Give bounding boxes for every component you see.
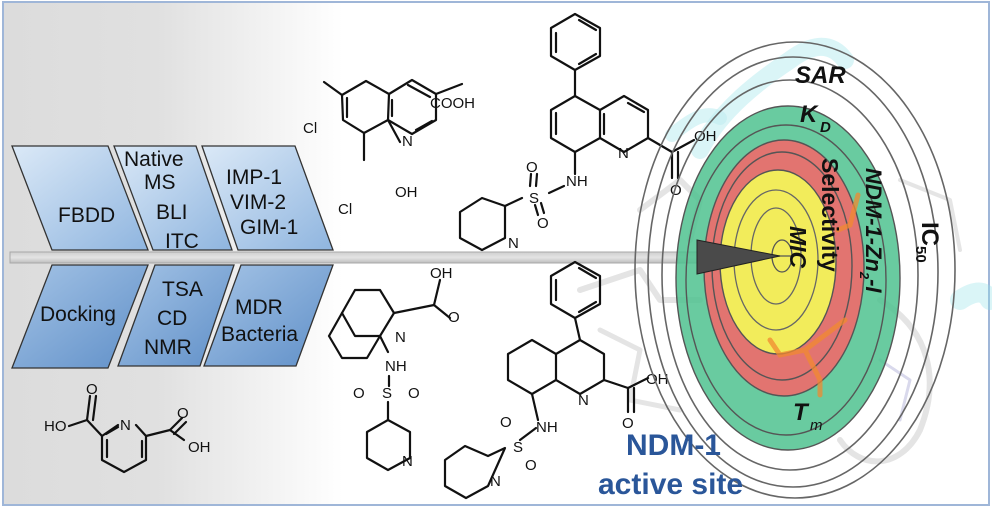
atom-o: O: [537, 215, 549, 232]
workflow-box-fbdd: [11, 145, 149, 251]
atom-oh: OH: [188, 439, 211, 456]
atom-oh: OH: [694, 128, 717, 145]
atom-s: S: [529, 190, 539, 207]
target-ring-ic50-outer: [634, 41, 956, 499]
site-label-line2: active site: [598, 468, 743, 501]
atom-o: O: [448, 309, 460, 326]
target-label-mic: MIC: [785, 226, 811, 269]
target-ring-ic50-inner: [647, 56, 939, 488]
label-vim2: VIM-2: [230, 191, 286, 214]
label-bacteria: Bacteria: [221, 323, 298, 346]
atom-o: O: [670, 182, 682, 199]
label-fbdd: FBDD: [58, 204, 115, 227]
atom-oh: OH: [646, 371, 669, 388]
arrow-shaft: [9, 251, 711, 264]
atom-o: O: [526, 159, 538, 176]
atom-o: O: [408, 385, 420, 402]
atom-s: S: [513, 439, 523, 456]
workflow-box-spectroscopy: [117, 264, 235, 367]
atom-o: O: [525, 457, 537, 474]
atom-s: S: [382, 385, 392, 402]
label-tsa: TSA: [162, 278, 203, 301]
target-bullseye: [634, 41, 956, 499]
molecule-dichloro-hydroxyquinoline: Cl Cl COOH N OH: [303, 78, 475, 218]
arrow-head: [696, 239, 781, 275]
label-mdr: MDR: [235, 296, 283, 319]
ndm-zn-main: NDM-1-Zn2-I: [857, 168, 886, 293]
molecule-dipicolinic-acid: HO O N O OH: [44, 381, 211, 474]
label-nmr: NMR: [144, 336, 192, 359]
target-label-tm: T m: [793, 399, 823, 434]
label-itc: ITC: [165, 230, 199, 253]
target-label-sar: SAR: [795, 62, 846, 89]
atom-o: O: [86, 381, 98, 398]
atom-oh: OH: [430, 265, 453, 282]
molecule-sulfonamide-quinoline-acid: OH O N NH S O O N: [327, 265, 460, 472]
molecule-4-phenyl-sulfonamide: N OH O NH S O O N: [443, 260, 669, 500]
workflow-box-biophysics: [113, 145, 233, 251]
tm-main: T: [793, 399, 810, 426]
label-cd: CD: [157, 307, 187, 330]
atom-n: N: [490, 473, 501, 490]
atom-n: N: [618, 145, 629, 162]
tm-subscript: m: [810, 417, 823, 434]
mic-text: MIC: [785, 226, 811, 269]
atom-n: N: [395, 329, 406, 346]
workflow-box-docking: [11, 264, 149, 369]
target-ring-kd: [685, 124, 887, 436]
molecule-5-phenyl-sulfonamide: N OH O NH S O O N: [458, 12, 717, 252]
label-gim1: GIM-1: [240, 216, 298, 239]
workflow-box-bacteria: [203, 264, 334, 367]
atom-n: N: [402, 453, 413, 470]
label-native: Native: [124, 148, 184, 171]
atom-cl: Cl: [338, 201, 352, 218]
label-imp1: IMP-1: [226, 166, 282, 189]
target-label-kd: K D: [800, 101, 831, 136]
atom-acid: COOH: [430, 95, 475, 112]
workflow-box-mbl-panel: [201, 145, 334, 251]
target-label-ic50: IC50: [912, 222, 943, 263]
label-docking: Docking: [40, 303, 116, 326]
ligand-overlay: [767, 192, 861, 398]
kd-subscript: D: [820, 119, 831, 136]
site-label-line1: NDM-1: [626, 429, 721, 462]
ic50-text: IC50: [912, 222, 943, 263]
target-label-ndm-zn: NDM-1-Zn2-I: [857, 168, 886, 293]
atom-n: N: [508, 235, 519, 252]
atom-nh: NH: [385, 358, 407, 375]
atom-o: O: [622, 415, 634, 432]
workflow-top-row: [11, 145, 334, 251]
kd-main: K: [800, 101, 819, 128]
selectivity-text: Selectivity: [817, 158, 843, 272]
atom-nh: NH: [566, 173, 588, 190]
atom-cl: Cl: [303, 120, 317, 137]
atom-o: O: [500, 414, 512, 431]
target-label-selectivity: Selectivity: [817, 158, 843, 272]
atom-oh: OH: [395, 184, 418, 201]
atom-o: O: [353, 385, 365, 402]
target-ring-sar: [661, 79, 919, 471]
atom-n: N: [402, 133, 413, 150]
label-bli: BLI: [156, 201, 188, 224]
atom-o: O: [177, 405, 189, 422]
workflow-bottom-row: [11, 264, 334, 369]
atom-ho: HO: [44, 418, 67, 435]
atom-n: N: [578, 392, 589, 409]
label-ms: MS: [144, 171, 176, 194]
atom-nh: NH: [536, 419, 558, 436]
atom-n: N: [120, 417, 131, 434]
